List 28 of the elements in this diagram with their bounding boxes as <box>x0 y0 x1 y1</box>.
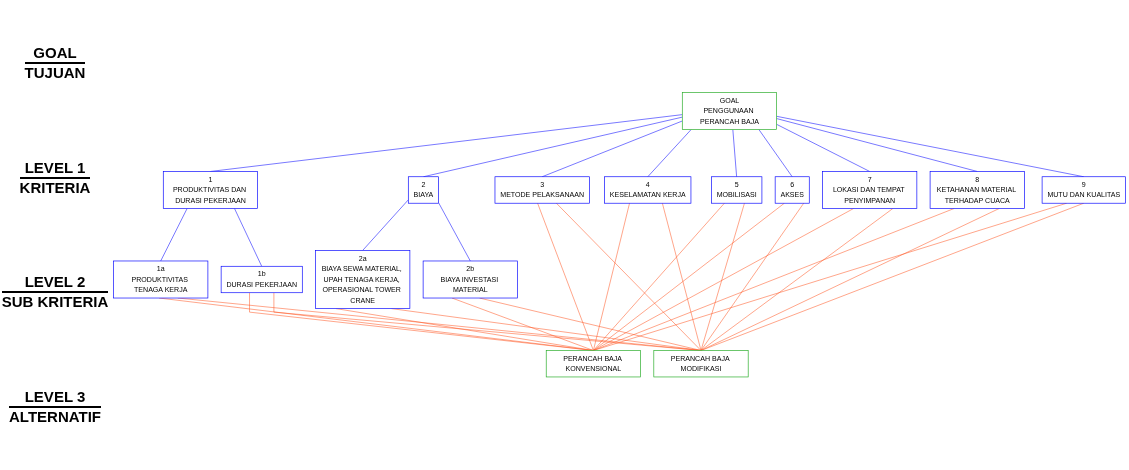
connector <box>556 203 702 351</box>
level-label: ALTERNATIF <box>9 405 101 426</box>
connector <box>537 203 594 351</box>
level-label: TUJUAN <box>24 62 86 83</box>
level-label: LEVEL 2 <box>24 273 86 292</box>
connector <box>541 120 683 178</box>
level-label: SUB KRITERIA <box>1 291 109 312</box>
connector <box>700 208 1000 351</box>
connector <box>160 208 188 262</box>
level-label: LEVEL 1 <box>24 158 86 177</box>
connector <box>593 203 630 351</box>
level-label: LEVEL 3 <box>24 387 86 406</box>
connector <box>700 203 804 351</box>
connector <box>732 129 737 178</box>
connector <box>662 203 702 351</box>
connector <box>593 203 725 351</box>
connector <box>362 199 409 251</box>
connector <box>593 208 854 351</box>
connector <box>593 203 785 351</box>
connector <box>234 208 262 267</box>
connector <box>249 292 594 351</box>
connector <box>438 202 471 262</box>
connector <box>700 208 894 351</box>
connector <box>423 117 683 178</box>
connector <box>700 203 745 351</box>
connector <box>776 124 870 172</box>
level-label: KRITERIA <box>19 176 91 197</box>
level-label: GOAL <box>33 44 77 63</box>
